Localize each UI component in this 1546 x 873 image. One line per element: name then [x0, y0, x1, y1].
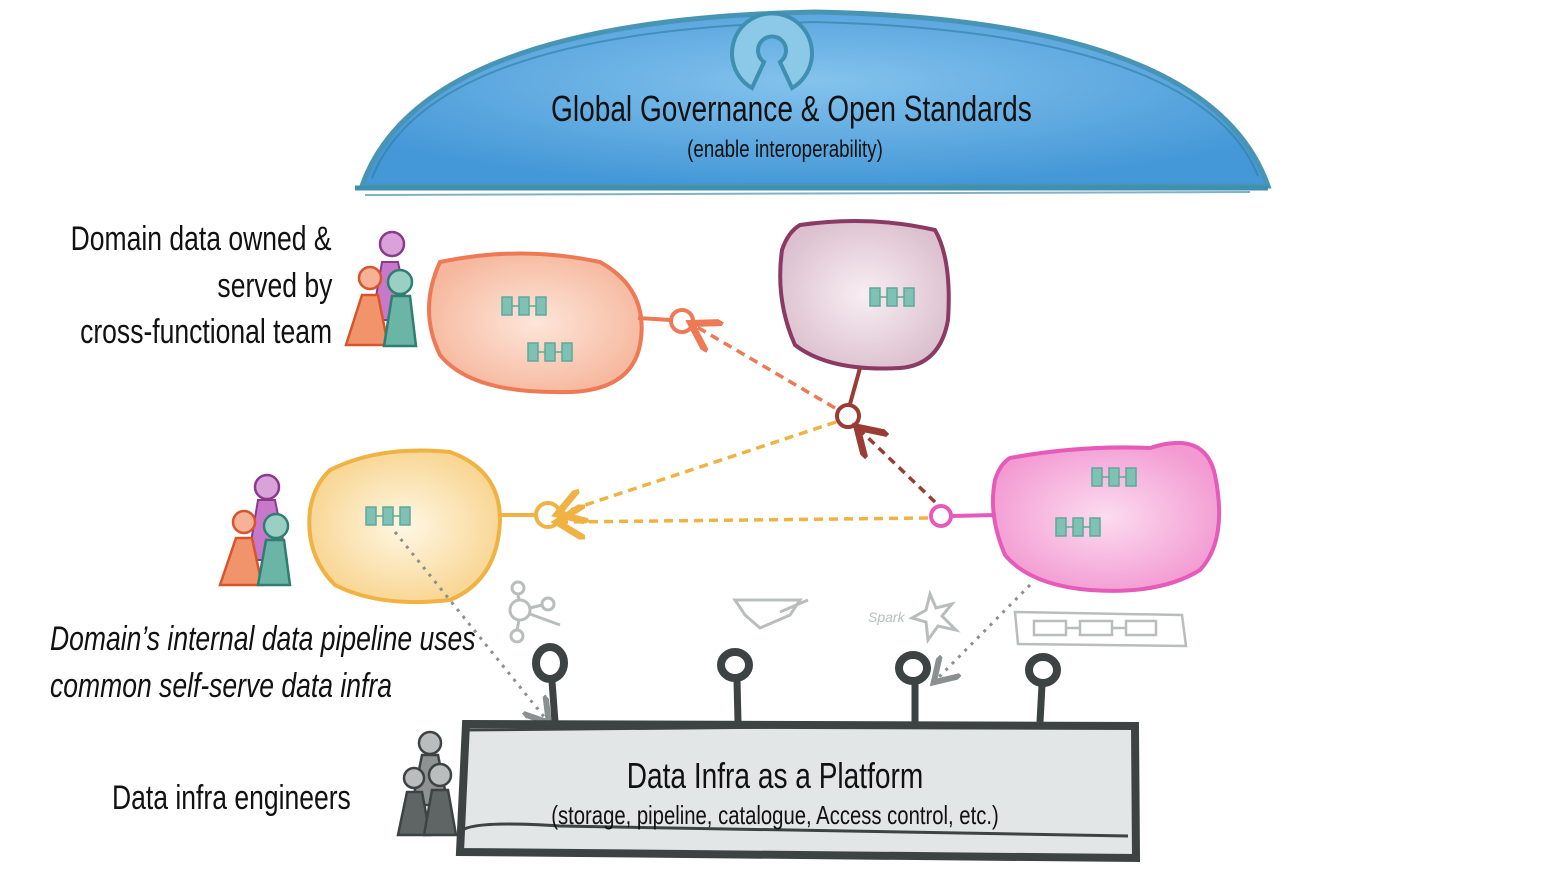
arrow-purple-to-orange: [697, 327, 836, 410]
domain-yellow: [307, 448, 503, 605]
pipeline-label-line1: Domain’s internal data pipeline uses: [50, 620, 476, 658]
svg-text:Spark: Spark: [868, 609, 906, 625]
storage-tool-icon: [732, 598, 809, 630]
platform-socket: [717, 648, 753, 723]
data-product-icon: [1055, 517, 1101, 537]
platform-socket: [895, 651, 931, 722]
orange-output-port: [669, 308, 695, 334]
engineers-people-icon: [396, 730, 458, 837]
domain-purple: [778, 219, 951, 371]
pipeline-label-line2: common self-serve data infra: [50, 667, 392, 705]
data-product-icon: [869, 287, 915, 307]
open-source-logo-icon: [730, 11, 814, 91]
infra-engineers-label: Data infra engineers: [112, 779, 351, 817]
platform-subtitle: (storage, pipeline, catalogue, Access co…: [551, 800, 999, 830]
platform-socket: [1025, 653, 1061, 723]
arrow-pink-to-yellow: [564, 518, 929, 522]
platform-socket: [532, 643, 568, 723]
graph-tool-icon: [508, 580, 561, 644]
governance-dome: [355, 9, 1272, 196]
arrow-pink-to-purple: [862, 432, 937, 504]
team-people-icon: [344, 230, 418, 348]
domain-team-label-line3: cross-functional team: [79, 313, 332, 351]
team-people-icon: [218, 473, 292, 587]
domain-orange: [427, 251, 644, 395]
pipeline-tool-icon: [1013, 610, 1188, 648]
arrow-purple-to-yellow: [564, 420, 837, 512]
platform-title: Data Infra as a Platform: [626, 755, 924, 796]
arrow-pink-to-platform: [938, 583, 1032, 678]
governance-title: Global Governance & Open Standards: [551, 88, 1032, 129]
arrow-yellow-to-platform: [393, 531, 545, 718]
purple-output-port: [835, 403, 861, 429]
data-product-icon: [501, 296, 547, 316]
pink-port-link: [951, 513, 997, 518]
data-product-icon: [527, 342, 573, 362]
domain-team-label-line1: Domain data owned &: [71, 220, 332, 258]
spark-tool-icon: Spark: [868, 589, 961, 645]
purple-port-link: [848, 367, 862, 405]
data-product-icon: [1091, 467, 1137, 487]
governance-subtitle: (enable interoperability): [687, 136, 883, 163]
pink-output-port: [929, 504, 953, 528]
domain-team-label-line2: served by: [217, 267, 332, 305]
yellow-input-port: [534, 501, 562, 529]
orange-port-link: [637, 316, 672, 322]
domain-pink: [991, 440, 1222, 593]
platform-box: [455, 719, 1141, 863]
data-product-icon: [365, 506, 411, 526]
